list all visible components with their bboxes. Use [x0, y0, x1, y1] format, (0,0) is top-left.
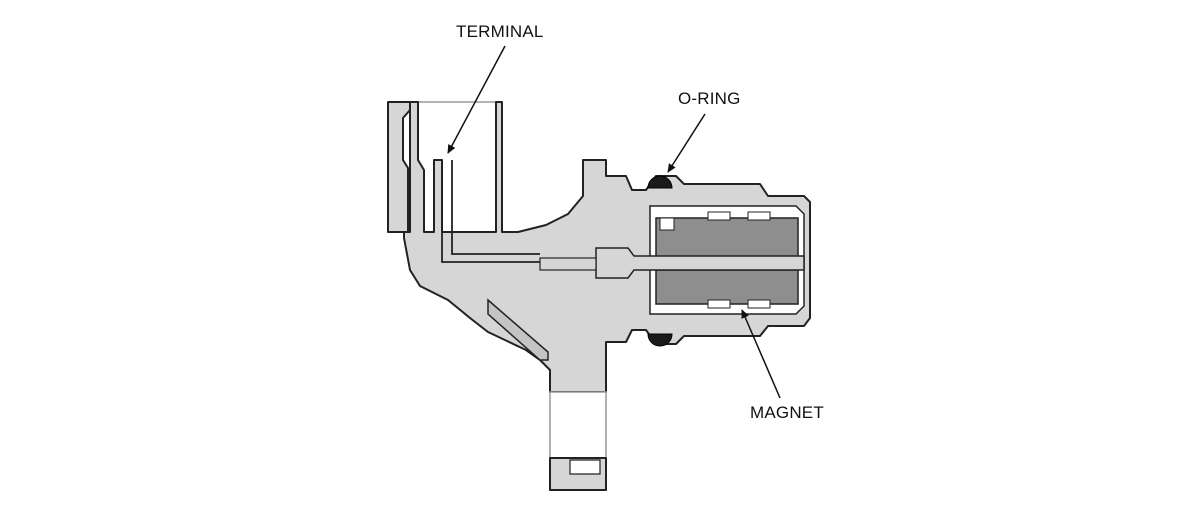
- o-ring-leader-line: [667, 113, 706, 173]
- sensor-shaft: [539, 247, 805, 279]
- magnet-body: [655, 211, 799, 309]
- magnet-label: MAGNET: [750, 403, 824, 422]
- magnet-leader-line: [741, 309, 781, 399]
- connector-housing: [387, 101, 811, 491]
- terminal-wire: [441, 160, 540, 263]
- o-ring-seals: [647, 175, 673, 347]
- terminal-leader-line: [447, 45, 506, 154]
- terminal-label: TERMINAL: [456, 22, 544, 41]
- o-ring-label: O-RING: [678, 89, 741, 108]
